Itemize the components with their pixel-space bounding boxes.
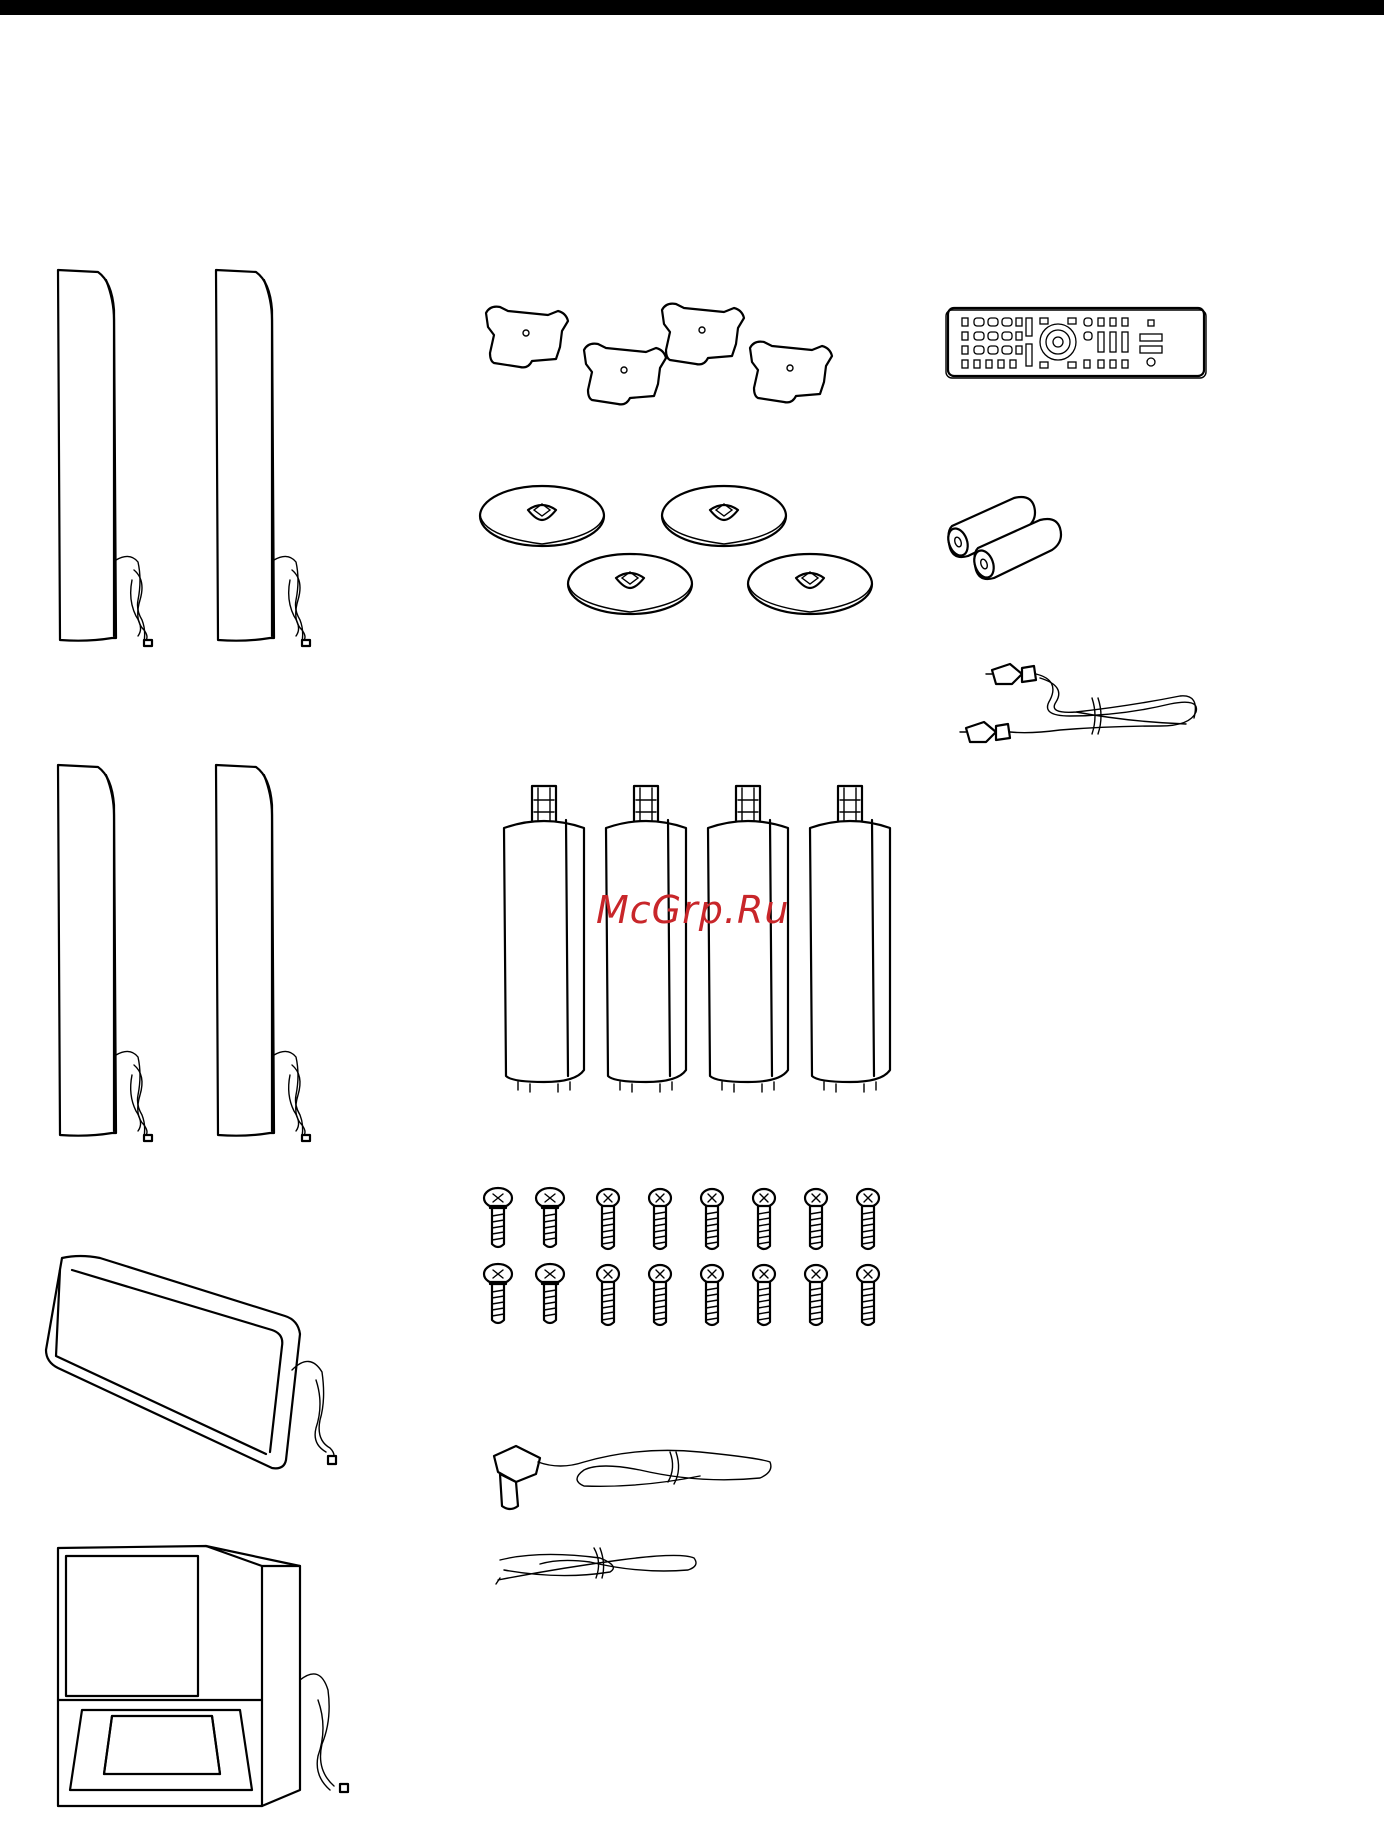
stand-base-icon: [662, 486, 786, 546]
stand-pole-icon: [504, 786, 584, 1092]
battery-icon: [945, 497, 1061, 580]
speaker-bracket-icon: [486, 307, 568, 368]
screw-icon: [753, 1189, 775, 1249]
screw-icon: [805, 1265, 827, 1325]
audio-cable-icon: [960, 664, 1196, 742]
stand-base-icon: [748, 554, 872, 614]
wire-antenna-icon: [496, 1548, 696, 1584]
stand-base-icon: [568, 554, 692, 614]
screw-icon: [701, 1265, 723, 1325]
screw-icon: [805, 1189, 827, 1249]
tall-speaker-icon: [58, 270, 152, 646]
remote-control-icon: [946, 308, 1206, 378]
screw-icon: [649, 1265, 671, 1325]
fm-antenna-icon: [494, 1446, 771, 1509]
subwoofer-icon: [58, 1546, 348, 1806]
tall-speaker-icon: [216, 270, 310, 646]
speaker-bracket-icon: [662, 304, 744, 365]
stand-pole-icon: [606, 786, 686, 1092]
screw-icon: [597, 1265, 619, 1325]
stand-pole-icon: [708, 786, 788, 1092]
screw-icon: [753, 1265, 775, 1325]
tall-speaker-icon: [58, 765, 152, 1141]
speaker-bracket-icon: [750, 342, 832, 403]
screw-icon: [484, 1264, 512, 1323]
screw-icon: [701, 1189, 723, 1249]
watermark: McGrp.Ru: [596, 888, 789, 932]
screw-icon: [857, 1189, 879, 1249]
screw-icon: [536, 1264, 564, 1323]
screw-icon: [597, 1189, 619, 1249]
stand-pole-icon: [810, 786, 890, 1092]
screw-icon: [484, 1188, 512, 1247]
screw-icon: [536, 1188, 564, 1247]
screw-icon: [857, 1265, 879, 1325]
speaker-bracket-icon: [584, 344, 666, 405]
center-speaker-icon: [46, 1256, 336, 1468]
tall-speaker-icon: [216, 765, 310, 1141]
screw-icon: [649, 1189, 671, 1249]
stand-base-icon: [480, 486, 604, 546]
